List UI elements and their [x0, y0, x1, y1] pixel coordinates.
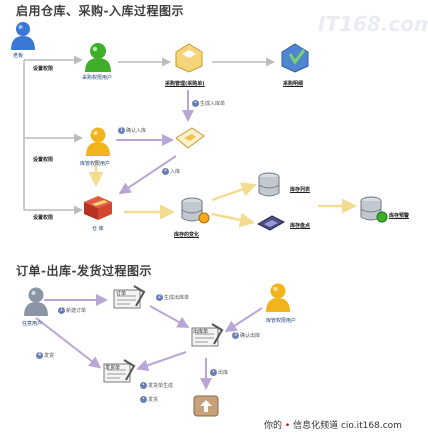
inbound-step: • 入库 [162, 168, 180, 175]
purchase-detail-icon [280, 42, 310, 74]
warehouse-label: 仓 库 [92, 226, 104, 232]
outbound-warehouse-user-label: 库管权限用户 [266, 318, 297, 324]
ship-final-badge: • [140, 396, 147, 403]
inbound-to-warehouse [118, 155, 177, 195]
confirm-outbound-step: 3 确认出库 [232, 332, 260, 339]
any-user-icon [22, 286, 50, 316]
generate-inbound-label: 生成入库单 [200, 101, 226, 107]
generate-ship-badge: • [140, 382, 147, 389]
generate-inbound-step: • 生成入库单 [192, 100, 225, 107]
purchase-mgmt-icon [174, 42, 204, 74]
ship-doc-icon: 发货单 [102, 356, 136, 386]
warehouse-user-role-label: 库管权限用户 [80, 161, 111, 167]
generate-outbound-badge: 2 [156, 294, 163, 301]
outbound-badge: • [210, 369, 217, 376]
order-doc-caption: 订单 [116, 290, 126, 297]
confirm-inbound-label: 确认入库 [126, 128, 147, 134]
purchaser-user-icon [83, 42, 113, 72]
create-order-label: 新建订单 [66, 308, 87, 314]
any-user-label: 任意用户 [22, 321, 43, 327]
warehouse-box-icon [80, 192, 114, 222]
outbound-to-ship [136, 351, 187, 372]
generate-outbound-label: 生成出库单 [164, 295, 190, 301]
warehouseuser-to-outbound [224, 307, 263, 333]
footer-text-mid: 信息化频道 [293, 421, 339, 431]
footer-bullet: • [284, 421, 291, 431]
inventory-list-icon [256, 172, 282, 200]
inventory-database-icon [178, 196, 212, 226]
ship-doc-caption: 发货单 [105, 364, 120, 371]
bottom-section-title: 订单-出库-发货过程图示 [16, 264, 152, 278]
footer-watermark: 你的 • 信息化频道 cio.it168.com [264, 418, 402, 431]
watermark-logo: IT168.com [318, 12, 428, 36]
inventory-list-label: 库存列表 [290, 187, 311, 193]
outbound-doc-caption: 出库单 [193, 328, 208, 335]
generate-ship-step: • 发货单生成 [140, 382, 173, 389]
boss-user-icon [9, 20, 37, 50]
inbound-badge: • [162, 168, 169, 175]
set-permission-label-2: 设置权限 [33, 157, 54, 163]
order-doc-icon: 订单 [112, 284, 146, 312]
confirm-outbound-label: 确认出库 [240, 333, 261, 339]
create-order-badge: 1 [58, 307, 65, 314]
generate-outbound-step: 2 生成出库单 [156, 294, 189, 301]
order-to-outbound [149, 305, 190, 328]
footer-text-right: cio.it168.com [340, 421, 402, 431]
inventory-to-count [211, 212, 255, 228]
ship-badge: 4 [36, 352, 43, 359]
inventory-to-list [211, 182, 257, 202]
inventory-count-icon [256, 212, 286, 234]
purchaser-role-label: 采购权限用户 [82, 75, 113, 81]
inbound-label: 入库 [170, 169, 181, 175]
ship-final-label: 发货 [148, 397, 159, 403]
generate-ship-label: 发货单生成 [148, 383, 174, 389]
set-permission-label-3: 设置权限 [33, 215, 54, 221]
confirm-inbound-step: 1 确认入库 [118, 127, 146, 134]
inbound-doc-icon [172, 124, 206, 152]
confirm-outbound-badge: 3 [232, 332, 239, 339]
inventory-warning-label: 库存预警 [389, 213, 410, 219]
confirm-inbound-badge: 1 [118, 127, 125, 134]
inventory-count-label: 库存盘点 [290, 223, 311, 229]
ship-step: 4 发货 [36, 352, 54, 359]
outbound-step: • 出库 [210, 369, 228, 376]
set-permission-label-1: 设置权限 [33, 66, 54, 72]
purchase-mgmt-label: 采购管理(采购单) [165, 81, 205, 87]
outbound-label: 出库 [218, 370, 229, 376]
anyuser-to-ship [35, 317, 102, 369]
ship-label: 发货 [44, 353, 55, 359]
warehouse-user-icon [84, 126, 112, 156]
ship-final-step: • 发货 [140, 396, 158, 403]
outbound-doc-icon: 出库单 [190, 320, 224, 350]
inventory-warning-icon [358, 196, 388, 224]
create-order-step: 1 新建订单 [58, 307, 86, 314]
generate-inbound-badge: • [192, 100, 199, 107]
boss-label: 老板 [13, 53, 24, 59]
inventory-change-label: 库存的变化 [174, 232, 200, 238]
delivery-box-icon [192, 392, 220, 418]
top-section-title: 启用仓库、采购-入库过程图示 [16, 4, 184, 18]
footer-text-left: 你的 [264, 421, 283, 431]
outbound-warehouse-user-icon [264, 282, 292, 312]
purchase-detail-label: 采购明细 [283, 81, 304, 87]
